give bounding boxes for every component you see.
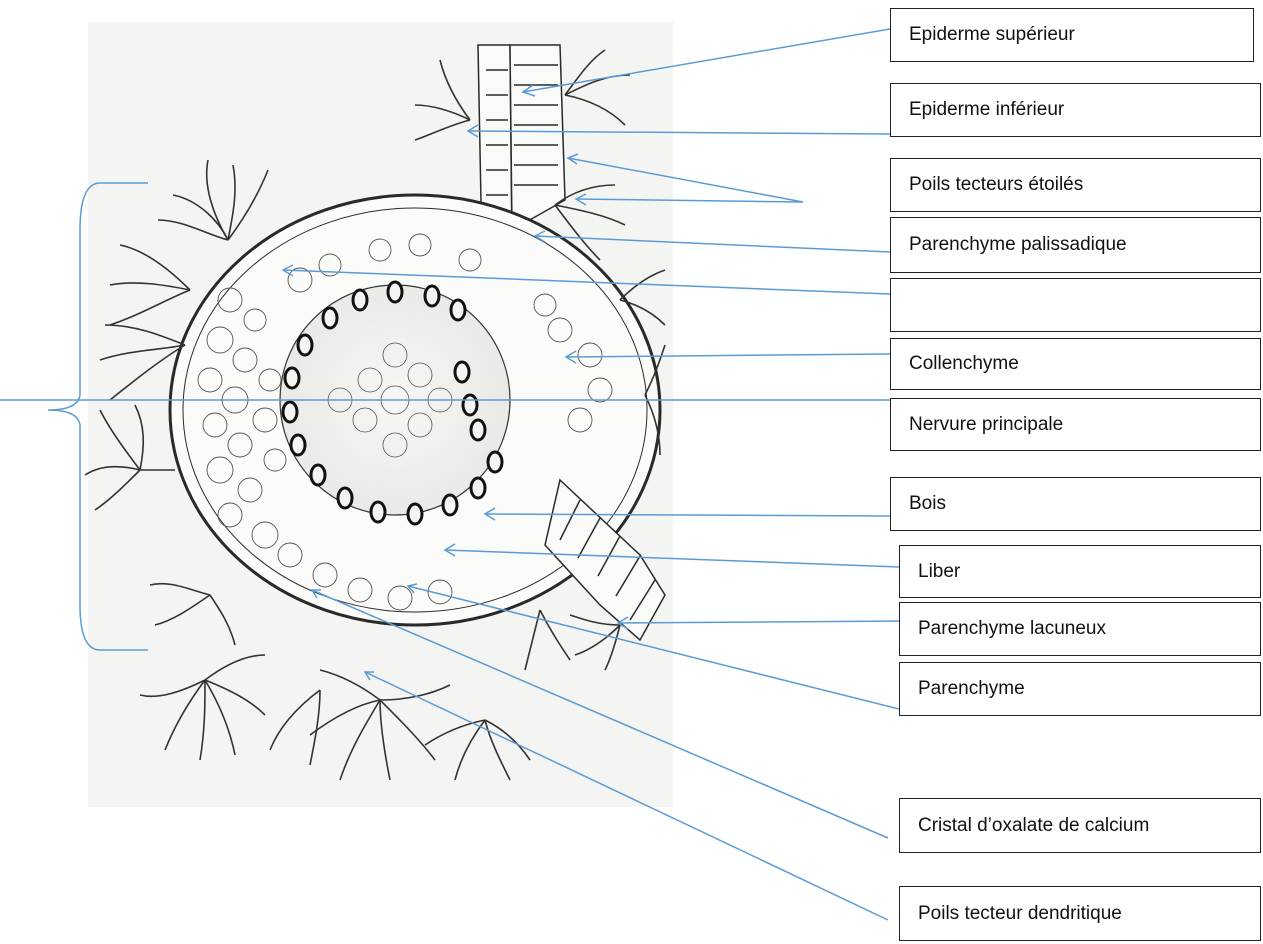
label-poils-tecteur-dendritique: Poils tecteur dendritique (899, 886, 1261, 941)
label-blank (890, 278, 1261, 332)
label-parenchyme-palissadique: Parenchyme palissadique (890, 217, 1261, 273)
label-poils-tecteurs-etoiles: Poils tecteurs étoilés (890, 158, 1261, 212)
label-parenchyme-lacuneux: Parenchyme lacuneux (899, 602, 1261, 656)
label-nervure-principale: Nervure principale (890, 398, 1261, 451)
label-epiderme-superieur: Epiderme supérieur (890, 8, 1254, 62)
label-bois: Bois (890, 477, 1261, 531)
label-epiderme-inferieur: Epiderme inférieur (890, 83, 1261, 137)
nervure-bracket (48, 183, 148, 650)
label-cristal-oxalate: Cristal d’oxalate de calcium (899, 798, 1261, 853)
label-collenchyme: Collenchyme (890, 338, 1261, 390)
label-parenchyme: Parenchyme (899, 662, 1261, 716)
label-liber: Liber (899, 545, 1261, 598)
